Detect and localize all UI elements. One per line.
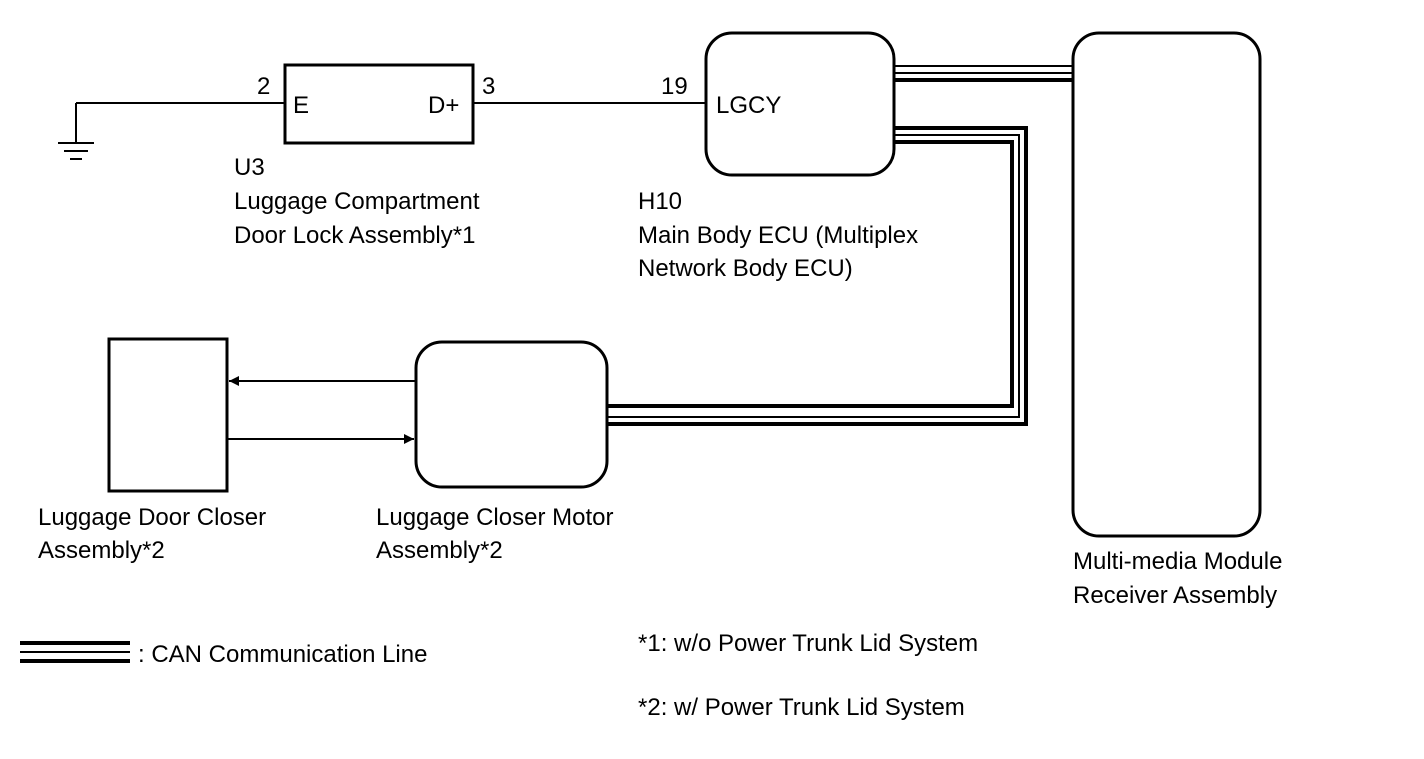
ecu-pin-label: LGCY	[716, 92, 781, 119]
closer-motor-box	[414, 340, 609, 489]
ground-symbol-icon	[58, 103, 94, 160]
can-legend-label: : CAN Communication Line	[138, 641, 427, 668]
multimedia-name-line1: Multi-media Module	[1073, 548, 1282, 575]
ecu-name-line2: Network Body ECU)	[638, 255, 853, 282]
can-legend-symbol-icon	[20, 641, 130, 663]
door-lock-pin-left: 2	[257, 73, 270, 100]
door-closer-name-line1: Luggage Door Closer	[38, 504, 266, 531]
multimedia-receiver-box	[1071, 31, 1262, 538]
can-line-ecu-closer-motor	[607, 126, 1028, 426]
door-closer-name-line2: Assembly*2	[38, 537, 165, 564]
ecu-code: H10	[638, 188, 682, 215]
door-lock-code: U3	[234, 154, 265, 181]
main-body-ecu-box	[704, 31, 896, 177]
ecu-name-line1: Main Body ECU (Multiplex	[638, 222, 918, 249]
multimedia-name-line2: Receiver Assembly	[1073, 582, 1277, 609]
door-closer-box	[107, 337, 229, 493]
door-lock-pin-left-label: E	[293, 92, 309, 119]
door-lock-name-line2: Door Lock Assembly*1	[234, 222, 475, 249]
note-1: *1: w/o Power Trunk Lid System	[638, 630, 978, 657]
note-2: *2: w/ Power Trunk Lid System	[638, 694, 965, 721]
closer-motor-name-line2: Assembly*2	[376, 537, 503, 564]
ecu-pin-number: 19	[661, 73, 688, 100]
door-lock-box	[283, 63, 475, 145]
door-lock-name-line1: Luggage Compartment	[234, 188, 480, 215]
closer-motor-name-line1: Luggage Closer Motor	[376, 504, 613, 531]
door-lock-pin-right: 3	[482, 73, 495, 100]
can-line-ecu-multimedia	[894, 65, 1073, 82]
door-lock-pin-right-label: D+	[428, 92, 459, 119]
